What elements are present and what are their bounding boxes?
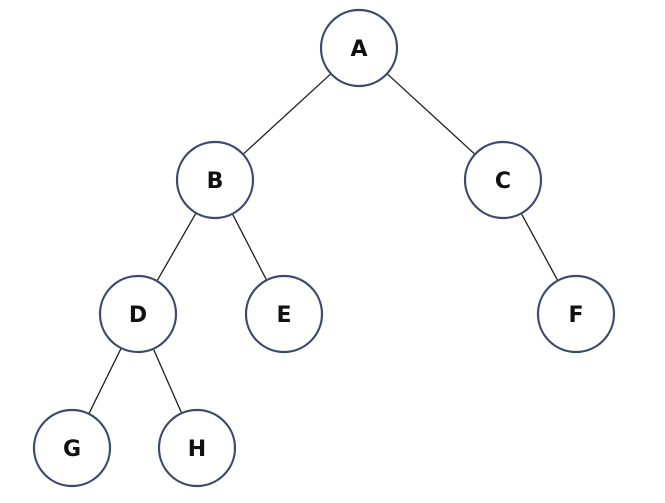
edge-c-f xyxy=(520,213,559,281)
edge-b-d xyxy=(156,212,197,282)
node-circle-g xyxy=(32,408,112,488)
node-circle-d xyxy=(98,274,178,354)
edge-b-e xyxy=(231,213,268,281)
edge-a-c xyxy=(386,73,476,155)
node-label-b: B xyxy=(207,169,224,194)
node-circle-c xyxy=(463,140,543,220)
tree-node-e: E xyxy=(244,274,324,354)
node-label-g: G xyxy=(63,437,81,462)
node-label-a: A xyxy=(350,37,367,62)
tree-node-h: H xyxy=(157,408,237,488)
node-circle-a xyxy=(319,8,399,88)
node-label-e: E xyxy=(276,303,291,328)
edge-a-b xyxy=(242,73,332,155)
tree-node-b: B xyxy=(175,140,255,220)
node-circle-h xyxy=(157,408,237,488)
node-circle-e xyxy=(244,274,324,354)
tree-node-f: F xyxy=(536,274,616,354)
edge-d-g xyxy=(88,347,122,415)
node-circle-f xyxy=(536,274,616,354)
nodes-layer: A B C D E F G H xyxy=(32,8,616,488)
tree-node-a: A xyxy=(319,8,399,88)
node-label-f: F xyxy=(568,303,583,328)
node-label-d: D xyxy=(129,303,147,328)
tree-node-d: D xyxy=(98,274,178,354)
tree-node-g: G xyxy=(32,408,112,488)
edge-d-h xyxy=(152,348,183,414)
node-circle-b xyxy=(175,140,255,220)
edges-layer xyxy=(88,73,559,415)
node-label-h: H xyxy=(188,437,206,462)
node-label-c: C xyxy=(495,169,511,194)
tree-node-c: C xyxy=(463,140,543,220)
